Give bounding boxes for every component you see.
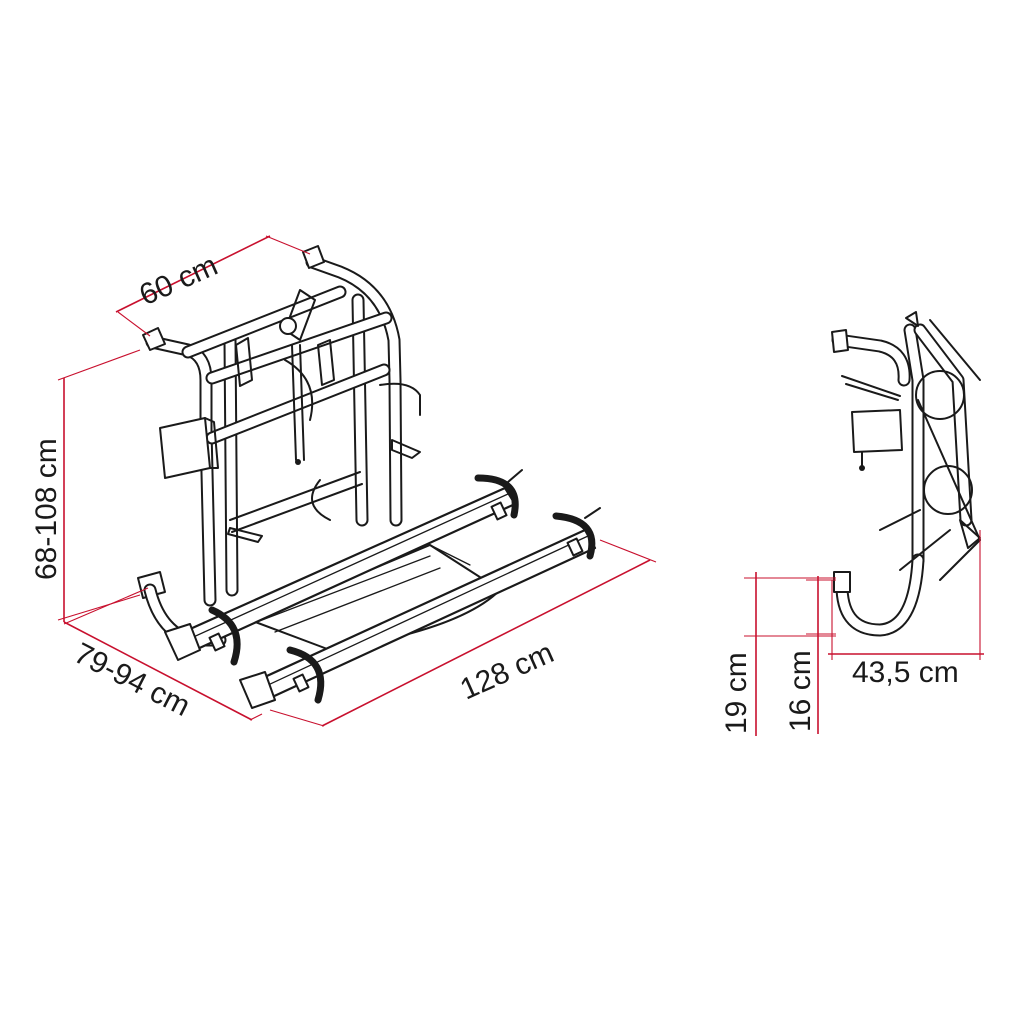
dimension-label-height: 68-108 cm — [30, 438, 63, 580]
central-lock-mechanism — [279, 289, 316, 465]
dimension-label-side-depth: 43,5 cm — [852, 656, 959, 689]
dimension-side-height-1: 19 cm — [720, 572, 836, 736]
bike-rack-side-view — [831, 311, 981, 637]
dimension-label-rail-length: 128 cm — [455, 636, 558, 706]
bike-rack-perspective-view — [137, 245, 601, 709]
dimension-side-height-2: 16 cm — [784, 576, 836, 734]
dimension-label-side-height-1: 19 cm — [720, 652, 753, 734]
dimension-label-side-height-2: 16 cm — [784, 650, 817, 732]
bumper-pad — [159, 417, 219, 479]
strap-buckles — [208, 501, 584, 693]
frame-arms — [227, 337, 421, 543]
dimension-height: 68-108 cm — [30, 349, 141, 622]
middle-cross-bar — [205, 363, 391, 533]
wheel-straps — [208, 469, 601, 704]
dimension-label-width-top: 60 cm — [135, 249, 223, 312]
dimension-side-depth: 43,5 cm — [828, 530, 984, 689]
